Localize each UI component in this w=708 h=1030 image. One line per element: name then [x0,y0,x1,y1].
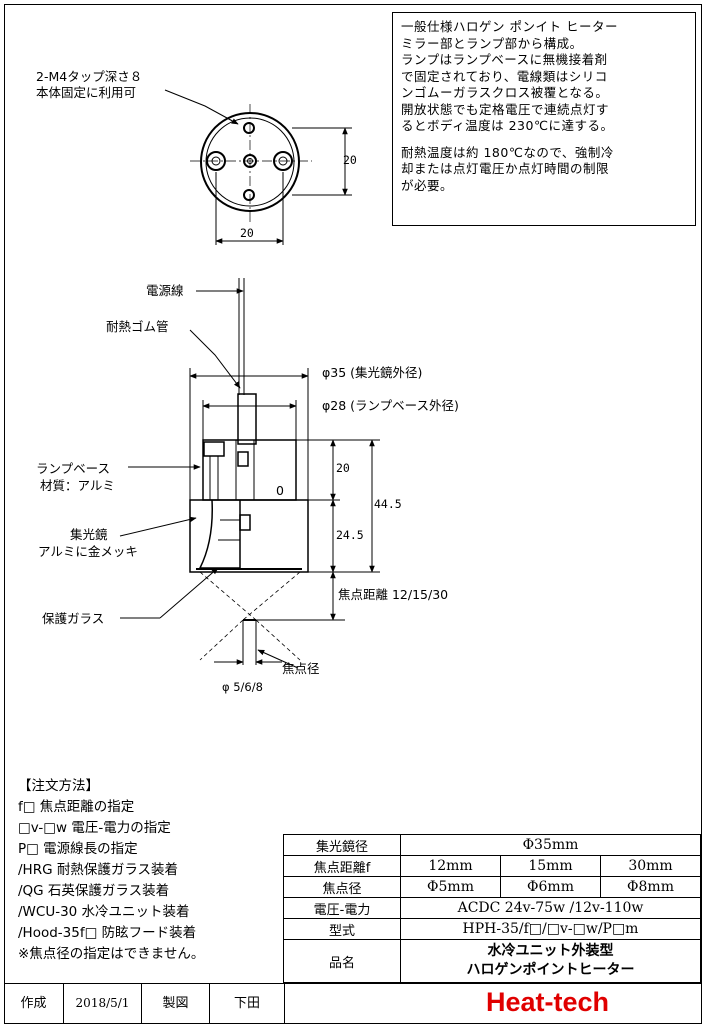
note-line: で固定されており、電線類はシリコ [401,68,608,84]
order-line: /QG 石英保護ガラス装着 [18,883,170,899]
top-height-dim: 20 [343,153,357,167]
drawing-frame [4,4,702,1024]
lamp-base-label-1: ランプベース [36,461,111,476]
note-gap [401,135,687,145]
dim-24-5: 24.5 [336,528,364,542]
note-line: 開放状態でも定格電圧で連続点灯す [401,101,610,117]
rubber-tube-label: 耐熱ゴム管 [106,319,169,334]
phi-spot-label: φ 5/6/8 [222,680,263,694]
made-label: 作成 [4,984,64,1023]
lamp-base-label-2: 材質：アルミ [40,478,115,493]
dim-44-5: 44.5 [374,497,402,511]
voltage-value: ACDC 24v-75w /12v-110w [400,897,701,919]
spec-table: 集光鏡径 Φ35mm 焦点距離f 12mm 15mm 30mm 焦点径 Φ5mm… [283,834,701,983]
phi35-label: φ35 (集光鏡外径) [322,365,423,380]
model-label: 型式 [283,918,401,940]
spot-value: Φ5mm [400,876,501,898]
dim-20: 20 [336,461,350,475]
note-line: ミラー部とランプ部から構成。 [401,35,583,51]
order-line: 【注文方法】 [18,778,99,794]
name-label: 品名 [283,939,401,983]
product-name-line1: 水冷ユニット外装型 [487,943,614,959]
focal-value: 30mm [600,855,701,877]
model-value: HPH-35/f□/□v-□w/P□m [400,918,701,940]
zero-mark: 0 [276,483,284,498]
phi28-label: φ28 (ランプベース外径) [322,398,459,413]
note-line: 却または点灯電圧か点灯時間の制限 [401,161,610,176]
screw-top [243,122,255,134]
order-line: P□ 電源線長の指定 [18,841,138,857]
spot-value: Φ6mm [500,876,601,898]
focal-value: 15mm [500,855,601,877]
focal-distance-label: 焦点距離 12/15/30 [338,587,449,602]
tap-label-1: 2-M4タップ深さ８ [36,69,143,84]
m4-tap-right [273,151,293,171]
protective-glass-label: 保護ガラス [42,611,105,626]
product-name: 水冷ユニット外装型 ハロゲンポイントヒーター [400,939,701,983]
focal-value: 12mm [400,855,501,877]
order-method: 【注文方法】 f□ 焦点距離の指定 □v-□w 電圧-電力の指定 P□ 電源線長… [18,776,204,965]
reflector-body [189,499,309,573]
note-line: るとボディ温度は 230℃に達する。 [401,118,614,133]
rubber-tube [237,393,257,445]
note-line: 一般仕様ハロゲン ポンイト ヒーター [401,19,618,34]
voltage-label: 電圧-電力 [283,897,401,919]
top-width-dim: 20 [240,226,254,240]
order-line: /Hood-35f□ 防眩フード装着 [18,925,197,941]
order-line: □v-□w 電圧-電力の指定 [18,820,171,836]
made-date: 2018/5/1 [64,984,142,1023]
note-line: ンゴムーガラスクロス被覆となる。 [401,85,609,100]
reflector-label-2: アルミに金メッキ [38,544,138,559]
reflector-label-1: 集光鏡 [70,527,108,542]
spot-label: 焦点径 [283,876,401,898]
power-wire-label: 電源線 [146,283,184,298]
drawn-label: 製図 [142,984,210,1023]
mirror-value: Φ35mm [400,834,701,856]
order-line: /WCU-30 水冷ユニット装着 [18,904,190,920]
reflector-curve [198,499,241,569]
order-line: f□ 焦点距離の指定 [18,799,135,815]
order-line: /HRG 耐熱保護ガラス装着 [18,862,179,878]
general-note: 一般仕様ハロゲン ポンイト ヒーター ミラー部とランプ部から構成。 ランプはラン… [392,12,696,226]
brand-logo: Heat-tech [486,987,610,1017]
tap-label-2: 本体固定に利用可 [36,85,137,100]
spot-value: Φ8mm [600,876,701,898]
focal-label: 焦点距離f [283,855,401,877]
focal-point-label: 焦点径 [282,661,320,676]
m4-tap-left [206,151,226,171]
title-block: 作成 2018/5/1 製図 下田 [4,983,702,1024]
drawn-name: 下田 [210,984,285,1023]
note-line: ランプはランプベースに無機接着剤 [401,52,608,67]
mirror-label: 集光鏡径 [283,834,401,856]
product-name-line2: ハロゲンポイントヒーター [466,962,635,978]
note-line: が必要。 [401,177,454,193]
order-line: ※焦点径の指定はできません。 [18,946,205,962]
screw-bottom [243,189,255,201]
note-line: 耐熱温度は約 180℃なので、強制冷 [401,144,614,160]
